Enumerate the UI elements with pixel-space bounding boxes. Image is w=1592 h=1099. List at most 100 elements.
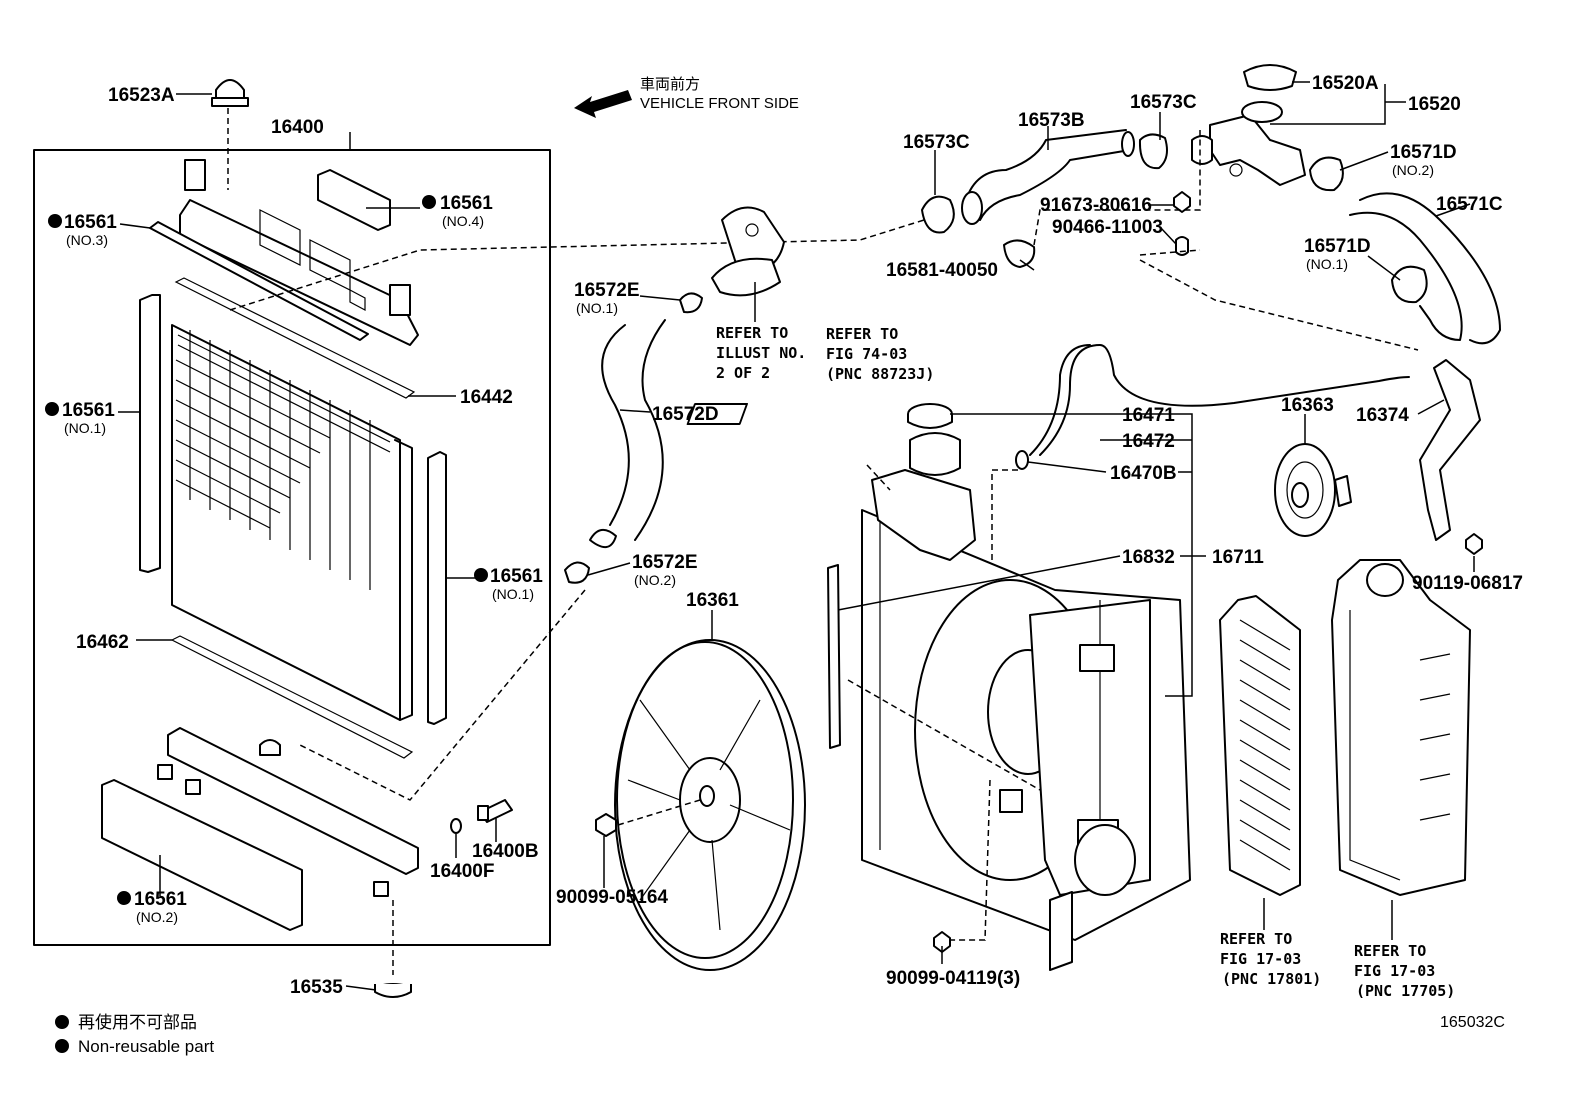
clamp-16572e-no2-icon [564, 561, 590, 584]
radiator-upper-tank-icon [179, 159, 419, 346]
clamp-16573c-right-icon [1138, 133, 1168, 170]
label-16442: 16442 [460, 387, 513, 408]
label-16571d-no2-sub: (NO.2) [1392, 162, 1434, 178]
ref-fig17a-line2: FIG 17-03 [1220, 950, 1301, 968]
seal-16561-no1-left-icon [139, 294, 161, 573]
label-16832: 16832 [1122, 547, 1175, 568]
fan-nut-icon [595, 813, 617, 837]
label-16523a: 16523A [108, 85, 175, 106]
radiator-core-icon [171, 324, 413, 721]
non-reusable-dot-icon [117, 891, 131, 905]
ref-fig17b-line1: REFER TO [1354, 942, 1426, 960]
label-16561-no3-sub: (NO.3) [66, 232, 108, 248]
label-90466-11003: 90466-11003 [1052, 217, 1163, 238]
label-16535: 16535 [290, 977, 343, 998]
reserve-hose-16472-icon [1039, 344, 1410, 456]
label-16471: 16471 [1122, 405, 1175, 426]
reserve-tank-cap-icon [907, 403, 953, 429]
seal-16561-no4-icon [317, 169, 391, 231]
clamp-16581-icon [1003, 239, 1036, 268]
hose-clip-16470b-icon [1015, 450, 1029, 470]
label-16561-no1a-sub: (NO.1) [64, 420, 106, 436]
radiator-lower-tank-icon [157, 727, 419, 897]
leader-lines [118, 81, 1475, 991]
ref-fig74-line1: REFER TO [826, 325, 898, 343]
lower-hose-route-dash [299, 589, 586, 801]
label-16571d-no1: 16571D [1304, 236, 1371, 257]
label-16572e-no1: 16572E [574, 280, 640, 301]
radiator-drain-cap-icon [211, 79, 249, 107]
label-90119-06817: 90119-06817 [1412, 573, 1523, 594]
label-16462: 16462 [76, 632, 129, 653]
reserve-dash-a [866, 464, 891, 491]
air-cleaner-cap-icon [1331, 559, 1471, 896]
air-filter-element-icon [1219, 595, 1301, 896]
label-16400b: 16400B [472, 841, 539, 862]
label-16470b: 16470B [1110, 463, 1177, 484]
reserve-tank-icon [871, 432, 976, 561]
seal-16561-no2-icon [101, 779, 303, 931]
ref-illust-line2: ILLUST NO. [716, 344, 806, 362]
legend-en: Non-reusable part [78, 1037, 214, 1056]
non-reusable-dot-icon [48, 214, 62, 228]
part-labels: 16523A 16400 16561 (NO.4) 16561 (NO.3) 1… [45, 73, 1523, 1000]
label-16520a: 16520A [1312, 73, 1379, 94]
legend-dot-icon [55, 1015, 69, 1029]
ref-fig17a-line3: (PNC 17801) [1222, 970, 1321, 988]
bolt-91673-icon [1173, 191, 1191, 213]
clamp-16573c-left-icon [921, 195, 955, 234]
non-reusable-dot-icon [474, 568, 488, 582]
label-16572e-no2: 16572E [632, 552, 698, 573]
label-16711: 16711 [1212, 547, 1264, 568]
figure-code: 165032C [1440, 1014, 1505, 1031]
label-16561-no1b: 16561 [490, 566, 543, 587]
label-16520: 16520 [1408, 94, 1461, 115]
label-16572e-no1-sub: (NO.1) [576, 300, 618, 316]
gasket-16442-icon [174, 277, 416, 399]
label-16363: 16363 [1281, 395, 1334, 416]
label-16571d-no2: 16571D [1390, 142, 1457, 163]
clamp-16571d-no2-icon [1309, 156, 1344, 192]
gasket-16462-icon [170, 635, 414, 759]
legend-jp: 再使用不可部品 [78, 1012, 197, 1032]
cap-16520a-icon [1243, 64, 1297, 91]
label-90099-04119: 90099-04119(3) [886, 968, 1020, 989]
label-16561-no4: 16561 [440, 193, 493, 214]
label-16573c-right: 16573C [1130, 92, 1197, 113]
legend-dot-icon [55, 1039, 69, 1053]
label-16400: 16400 [271, 117, 324, 138]
label-16374: 16374 [1356, 405, 1409, 426]
label-16561-no1b-sub: (NO.1) [492, 586, 534, 602]
fan-nut-dash [617, 799, 701, 826]
drain-plug-cap-icon [374, 983, 412, 998]
thermostat-housing-icon [711, 206, 785, 297]
vehicle-front-arrow-icon [574, 90, 632, 118]
hose-16571c-icon [1349, 192, 1501, 345]
label-16571d-no1-sub: (NO.1) [1306, 256, 1348, 272]
upper-hose-16573b-icon [961, 129, 1135, 225]
shroud-bolt-icon [933, 931, 951, 953]
drain-cock-16400b-icon [477, 799, 513, 823]
shroud-dash-a [847, 679, 1041, 791]
clamp-90466-icon [1175, 236, 1189, 256]
upper-hose-route-dash [229, 214, 941, 311]
label-90099-05164: 90099-05164 [556, 887, 668, 908]
direction-jp: 車両前方 [640, 76, 700, 93]
ref-illust-line1: REFER TO [716, 324, 788, 342]
clamp-16571d-no1-icon [1391, 265, 1428, 304]
seal-16561-no3-icon [149, 221, 369, 341]
label-16472: 16472 [1122, 431, 1175, 452]
label-91673-80616: 91673-80616 [1040, 195, 1152, 216]
shroud-dash-b [950, 779, 991, 941]
bracket-16374-icon [1419, 359, 1483, 555]
reserve-hose-outline-icon [1029, 344, 1091, 456]
ref-fig74-line2: FIG 74-03 [826, 345, 907, 363]
label-plate-icon [686, 403, 749, 425]
radiator-assembly-box [33, 149, 551, 946]
ref-illust-line3: 2 OF 2 [716, 364, 770, 382]
label-16561-no2: 16561 [134, 889, 187, 910]
lower-hose-16572d-icon [589, 319, 666, 548]
label-16572e-no2-sub: (NO.2) [634, 572, 676, 588]
label-16571c: 16571C [1436, 194, 1503, 215]
